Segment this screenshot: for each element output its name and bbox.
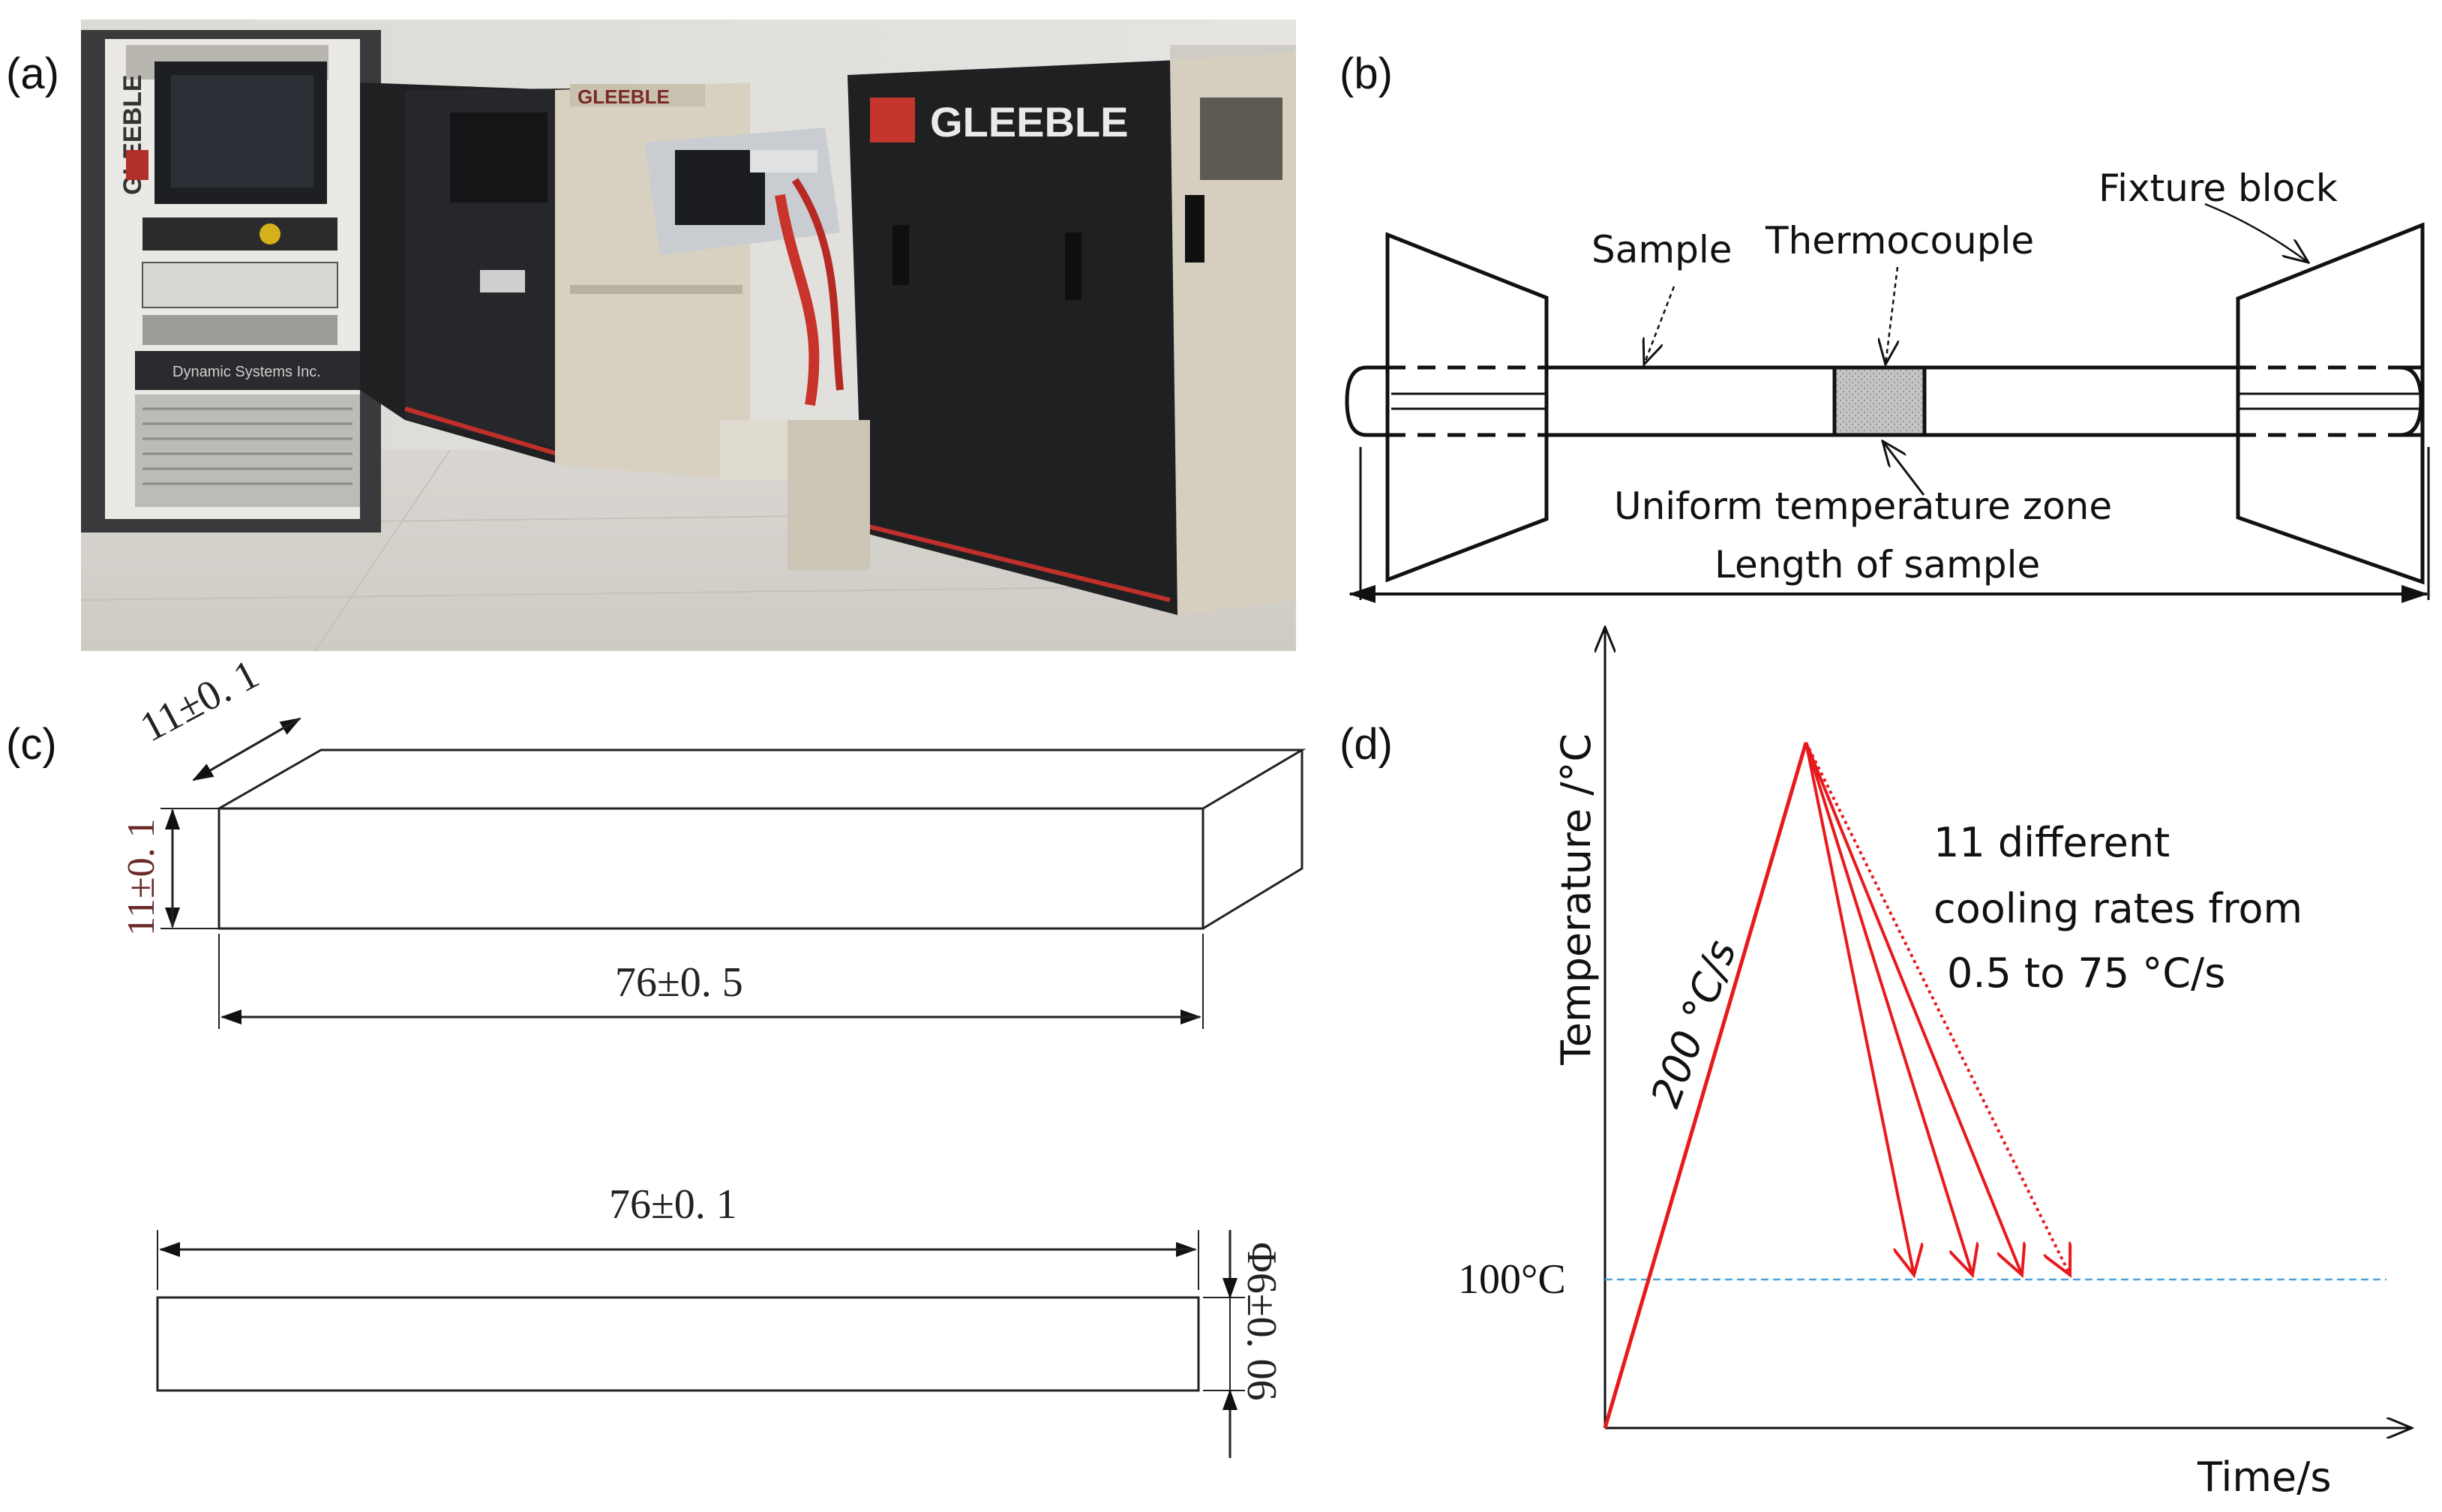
dim-height: 11±0. 1 xyxy=(120,818,163,936)
panel-label-b: (b) xyxy=(1340,50,1393,98)
dim-length-top: 76±0. 5 xyxy=(615,959,743,1006)
console-maker: Dynamic Systems Inc. xyxy=(172,364,321,380)
cooling-curve-1 xyxy=(1804,742,1914,1275)
label-sample: Sample xyxy=(1592,228,1732,272)
panel-b: (b) xyxy=(1340,50,2430,603)
dim-width: 11±0. 1 xyxy=(133,651,266,752)
note-line-2: cooling rates from xyxy=(1934,885,2302,932)
round-specimen xyxy=(156,1296,1200,1392)
panel-label-c: (c) xyxy=(6,720,57,769)
label-fixture-block: Fixture block xyxy=(2098,166,2338,210)
panel-d: (d) Temperature /°C Time/s 100°C 200 °C/… xyxy=(1340,627,2412,1501)
y-axis-label: Temperature /°C xyxy=(1552,734,1600,1066)
x-axis-label: Time/s xyxy=(2197,1454,2331,1501)
note-line-1: 11 different xyxy=(1934,819,2170,866)
cooling-curve-2 xyxy=(1804,742,1972,1275)
thermocouple-leader xyxy=(1886,266,1898,364)
sample-leader xyxy=(1644,286,1676,364)
square-specimen-front xyxy=(218,807,1204,930)
cooling-curve-4 xyxy=(1804,742,2070,1275)
dim-diameter: Φ6±0. 06 xyxy=(1238,1242,1285,1401)
fixture-leader xyxy=(2204,202,2308,262)
note-line-3: 0.5 to 75 °C/s xyxy=(1947,950,2225,997)
panel-label-a: (a) xyxy=(6,50,59,98)
sample-fixture-diagram xyxy=(1345,222,2430,600)
label-100c: 100°C xyxy=(1458,1256,1566,1303)
fixture-block-left xyxy=(1385,232,1549,583)
fixture-block-right xyxy=(2236,222,2425,585)
square-specimen xyxy=(218,748,1306,930)
square-specimen-side xyxy=(1202,750,1304,930)
gleeble-photo: GLEEBLE Dynamic Systems Inc. GLEEBL xyxy=(80,20,1297,652)
cabinet-brand: GLEEBLE xyxy=(930,98,1128,146)
heating-ramp xyxy=(1603,742,1808,1429)
panel-a: (a) GLEEBLE Dynamic Systems Inc. xyxy=(6,20,1297,652)
sample-left-end xyxy=(1345,365,1388,437)
label-uniform-zone: Uniform temperature zone xyxy=(1614,484,2112,528)
dim-length-bottom: 76±0. 1 xyxy=(609,1181,737,1228)
uniform-temperature-zone xyxy=(1832,365,1927,437)
panel-c: (c) 11±0. 1 11±0. 1 76±0. 5 76±0. 1 xyxy=(6,651,1306,1458)
label-length: Length of sample xyxy=(1714,543,2040,586)
label-heating-rate: 200 °C/s xyxy=(1642,934,1745,1114)
cooling-curve-3 xyxy=(1804,742,2022,1275)
panel-label-d: (d) xyxy=(1340,720,1393,769)
square-specimen-top xyxy=(218,748,1306,810)
label-thermocouple: Thermocouple xyxy=(1765,219,2034,262)
sample-right-end xyxy=(2399,365,2423,437)
unit-brand: GLEEBLE xyxy=(578,86,670,108)
zone-leader xyxy=(1882,441,1925,496)
